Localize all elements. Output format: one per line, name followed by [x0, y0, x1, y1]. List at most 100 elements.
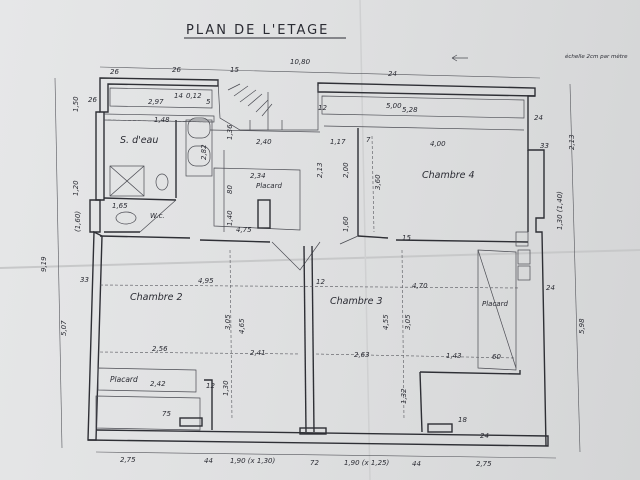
dim-18: 18	[458, 416, 467, 424]
dim-12b: 12	[318, 104, 327, 112]
dim-213: 2,13	[316, 162, 324, 178]
dim-160: 1,60	[342, 216, 350, 232]
dim-297: 2,97	[148, 98, 164, 106]
wc-top-wall	[103, 197, 177, 201]
dim-15: 15	[230, 66, 239, 74]
dim-bot-190b: 1,90 (x 1,25)	[344, 459, 389, 467]
chimney-flue-2	[517, 249, 531, 265]
dim-24a: 24	[388, 70, 397, 78]
shower-icon	[109, 165, 145, 197]
dim-right-213: 2,13	[568, 134, 576, 150]
dim-200: 2,00	[342, 162, 350, 178]
dim-right-130: 1,30 (1,40)	[556, 191, 564, 230]
ch2-ch3-wall-2	[311, 245, 315, 433]
dim-130: 1,30	[222, 380, 230, 396]
paper-fold	[0, 249, 640, 269]
sink-icon-2	[187, 145, 211, 167]
dim-75: 75	[162, 410, 171, 418]
dim-26a: 26	[110, 68, 119, 76]
dim-165: 1,65	[112, 202, 128, 210]
wall-left-upper	[95, 111, 105, 201]
dim-bot-275b: 2,75	[476, 460, 492, 468]
landing-line	[209, 129, 321, 133]
lower-strip	[95, 395, 201, 431]
balcony-left	[109, 87, 213, 109]
dim-12d: 12	[316, 278, 325, 286]
radiator-1	[179, 417, 203, 427]
dim-241: 2,41	[250, 349, 266, 357]
placard-bottom-outline	[97, 367, 197, 393]
dim-left-160: (1,60)	[74, 211, 82, 232]
dim-7: 7	[366, 136, 371, 144]
sink-icon	[187, 117, 211, 139]
shower-diagonal-2	[109, 165, 145, 197]
room-label-placard-top: Placard	[256, 182, 282, 190]
scale-note: échelle 2cm par mètre	[565, 53, 628, 60]
ch3-alcove-wall	[419, 371, 423, 433]
radiator-3	[427, 423, 453, 433]
placard-top-outline	[213, 167, 301, 231]
right-dimension-line	[569, 83, 581, 453]
left-dimension-line	[54, 77, 63, 449]
hall-bottom-wall-left	[99, 235, 271, 243]
dim-bot-190a: 1,90 (x 1,30)	[230, 457, 275, 465]
dim-right-598: 5,98	[578, 318, 586, 334]
dim-60: 60	[492, 353, 501, 361]
dim-33b: 33	[80, 276, 89, 284]
dim-263: 2,63	[354, 351, 370, 359]
dim-bot-44b: 44	[412, 460, 421, 468]
dim-117: 1,17	[330, 138, 346, 146]
placard-right-outline	[477, 249, 517, 371]
room-label-chambre3: Chambre 3	[330, 296, 383, 307]
paper-fold-vertical	[359, 0, 371, 480]
dim-360: 3,60	[374, 174, 382, 190]
dim-282: 2,82	[200, 144, 208, 160]
wall-left-wc	[89, 199, 101, 233]
dim-465: 4,65	[238, 318, 246, 334]
room-label-placard-right: Placard	[482, 300, 508, 308]
dim-line-bath	[107, 119, 213, 123]
room-label-sdeau: S. d'eau	[120, 135, 158, 146]
ch3-closet-bottom	[419, 370, 521, 375]
dim-top-total: 10,80	[290, 58, 311, 66]
dim-5: 5	[206, 98, 211, 106]
stair-outline	[217, 79, 319, 131]
placard-right-diagonal	[477, 249, 517, 369]
dim-line-256-241	[99, 351, 301, 355]
plan-title: PLAN DE L'ETAGE	[186, 23, 329, 38]
radiator-2	[299, 427, 327, 435]
ch2-ch3-wall	[303, 245, 307, 433]
room-label-chambre2: Chambre 2	[130, 292, 183, 303]
dim-26c: 26	[88, 96, 97, 104]
stair-treads	[227, 83, 273, 117]
dim-470: 4,70	[412, 282, 428, 290]
wall-left-lower	[87, 230, 103, 441]
dim-bot-72: 72	[310, 459, 319, 467]
dim-495: 4,95	[198, 277, 214, 285]
dim-305: 3,05	[224, 314, 232, 330]
chimney-flue-3	[517, 265, 531, 281]
room-label-chambre4: Chambre 4	[422, 170, 475, 181]
dim-400: 4,00	[430, 140, 446, 148]
dim-left-150: 1,50	[72, 96, 80, 112]
dim-136: 1,36	[226, 124, 234, 140]
dim-24b: 24	[534, 114, 543, 122]
dim-240: 2,40	[256, 138, 272, 146]
ch4-bottom-wall	[357, 235, 529, 243]
north-arrow-icon	[451, 54, 468, 62]
bath-partition	[185, 119, 213, 177]
dim-256: 2,56	[152, 345, 168, 353]
dim-bot-275a: 2,75	[120, 456, 136, 464]
dim-15b: 15	[402, 234, 411, 242]
dim-80: 80	[226, 185, 234, 194]
dim-24c: 24	[546, 284, 555, 292]
dim-234: 2,34	[250, 172, 266, 180]
dim-528: 5,28	[402, 106, 418, 114]
dim-line-465	[229, 249, 233, 421]
dim-012: 0,12	[186, 92, 202, 100]
toilet-icon	[115, 211, 137, 225]
ch4-door-swing	[339, 235, 359, 245]
top-dimension-line	[99, 66, 541, 79]
dim-left-120: 1,20	[72, 180, 80, 196]
